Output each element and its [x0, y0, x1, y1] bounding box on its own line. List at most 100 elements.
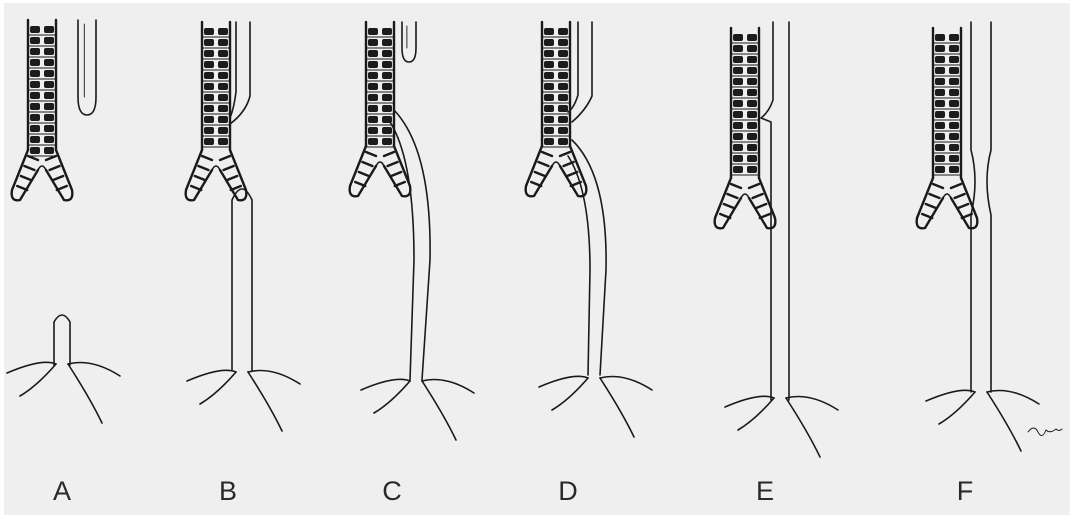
- cartilage-ring: [949, 67, 959, 74]
- cartilage-ring: [30, 26, 40, 33]
- cartilage-ring: [544, 39, 554, 46]
- cartilage-ring: [218, 105, 228, 112]
- cartilage-ring: [747, 155, 757, 162]
- cartilage-ring: [935, 111, 945, 118]
- cartilage-ring: [382, 61, 392, 68]
- cartilage-ring: [30, 70, 40, 77]
- cartilage-ring: [44, 136, 54, 143]
- cartilage-ring: [382, 138, 392, 145]
- cartilage-ring: [949, 122, 959, 129]
- cartilage-ring: [382, 94, 392, 101]
- cartilage-ring: [544, 72, 554, 79]
- cartilage-ring: [935, 67, 945, 74]
- cartilage-ring: [935, 34, 945, 41]
- cartilage-ring: [733, 133, 743, 140]
- cartilage-ring: [544, 116, 554, 123]
- cartilage-ring: [949, 56, 959, 63]
- cartilage-ring: [218, 138, 228, 145]
- cartilage-ring: [733, 89, 743, 96]
- panel-label-d: D: [558, 476, 578, 506]
- cartilage-ring: [935, 100, 945, 107]
- cartilage-ring: [382, 127, 392, 134]
- cartilage-ring: [368, 105, 378, 112]
- cartilage-ring: [747, 45, 757, 52]
- cartilage-ring: [747, 100, 757, 107]
- cartilage-ring: [544, 28, 554, 35]
- cartilage-ring: [544, 105, 554, 112]
- cartilage-ring: [733, 34, 743, 41]
- cartilage-ring: [949, 166, 959, 173]
- cartilage-ring: [733, 78, 743, 85]
- cartilage-ring: [558, 72, 568, 79]
- cartilage-ring: [30, 114, 40, 121]
- cartilage-ring: [204, 116, 214, 123]
- cartilage-ring: [382, 28, 392, 35]
- cartilage-ring: [218, 127, 228, 134]
- cartilage-ring: [935, 78, 945, 85]
- cartilage-ring: [733, 144, 743, 151]
- cartilage-ring: [733, 45, 743, 52]
- panel-label-a: A: [53, 476, 71, 506]
- cartilage-ring: [218, 61, 228, 68]
- cartilage-ring: [935, 155, 945, 162]
- cartilage-ring: [368, 83, 378, 90]
- cartilage-ring: [544, 83, 554, 90]
- cartilage-ring: [544, 61, 554, 68]
- cartilage-ring: [949, 34, 959, 41]
- cartilage-ring: [382, 83, 392, 90]
- cartilage-ring: [935, 89, 945, 96]
- cartilage-ring: [44, 70, 54, 77]
- cartilage-ring: [44, 48, 54, 55]
- cartilage-ring: [382, 50, 392, 57]
- cartilage-ring: [44, 125, 54, 132]
- panel-label-b: B: [219, 476, 237, 506]
- cartilage-ring: [558, 138, 568, 145]
- cartilage-ring: [949, 100, 959, 107]
- cartilage-ring: [204, 72, 214, 79]
- cartilage-ring: [949, 111, 959, 118]
- cartilage-ring: [44, 37, 54, 44]
- cartilage-ring: [935, 122, 945, 129]
- cartilage-ring: [544, 94, 554, 101]
- cartilage-ring: [949, 144, 959, 151]
- cartilage-ring: [733, 155, 743, 162]
- cartilage-ring: [935, 56, 945, 63]
- cartilage-ring: [558, 28, 568, 35]
- cartilage-ring: [382, 72, 392, 79]
- cartilage-ring: [204, 61, 214, 68]
- cartilage-ring: [733, 100, 743, 107]
- cartilage-ring: [30, 37, 40, 44]
- cartilage-ring: [949, 155, 959, 162]
- cartilage-ring: [30, 81, 40, 88]
- cartilage-ring: [218, 83, 228, 90]
- cartilage-ring: [733, 122, 743, 129]
- cartilage-ring: [935, 133, 945, 140]
- cartilage-ring: [204, 83, 214, 90]
- cartilage-ring: [218, 28, 228, 35]
- cartilage-ring: [218, 116, 228, 123]
- cartilage-ring: [733, 111, 743, 118]
- cartilage-ring: [747, 111, 757, 118]
- cartilage-ring: [368, 94, 378, 101]
- cartilage-ring: [30, 136, 40, 143]
- cartilage-ring: [747, 34, 757, 41]
- cartilage-ring: [747, 144, 757, 151]
- cartilage-ring: [30, 103, 40, 110]
- cartilage-ring: [44, 26, 54, 33]
- cartilage-ring: [544, 138, 554, 145]
- cartilage-ring: [218, 39, 228, 46]
- cartilage-ring: [544, 127, 554, 134]
- cartilage-ring: [382, 39, 392, 46]
- cartilage-ring: [747, 56, 757, 63]
- cartilage-ring: [368, 28, 378, 35]
- cartilage-ring: [30, 92, 40, 99]
- cartilage-ring: [747, 67, 757, 74]
- cartilage-ring: [204, 138, 214, 145]
- cartilage-ring: [368, 50, 378, 57]
- cartilage-ring: [733, 166, 743, 173]
- cartilage-ring: [204, 127, 214, 134]
- cartilage-ring: [368, 72, 378, 79]
- cartilage-ring: [382, 105, 392, 112]
- cartilage-ring: [218, 50, 228, 57]
